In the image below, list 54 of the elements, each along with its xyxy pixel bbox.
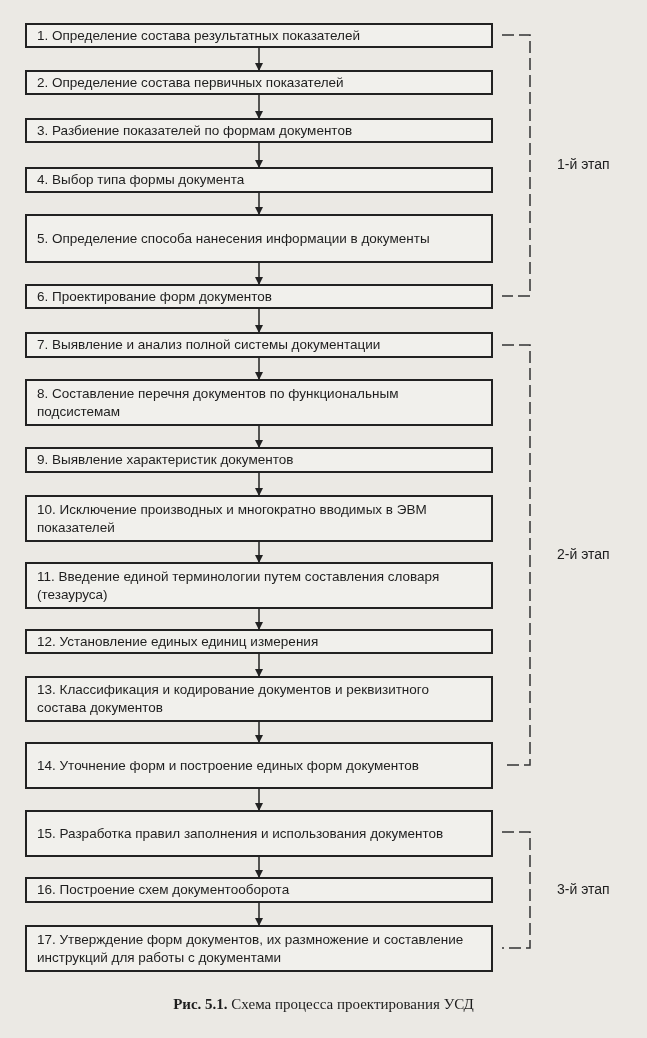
arrow xyxy=(255,94,263,119)
step-text: 13. Классификация и кодирование документов и реквизитного состава документов xyxy=(37,681,430,717)
step-text: 5. Определение способа нанесения информации в документы xyxy=(37,229,430,248)
step-text: 15. Разработка правил заполнения и использования документов xyxy=(37,824,444,843)
process-box xyxy=(25,676,493,722)
process-box xyxy=(25,742,493,789)
process-box xyxy=(25,379,493,426)
step-text: 7. Выявление и анализ полной системы документации xyxy=(37,336,381,354)
process-box xyxy=(25,284,493,309)
step-text: 14. Уточнение форм и построение единых форм документов xyxy=(37,756,419,775)
arrow xyxy=(255,47,263,71)
process-box xyxy=(25,167,493,193)
arrow xyxy=(255,357,263,380)
process-box xyxy=(25,562,493,609)
step-text: 2. Определение состава первичных показателей xyxy=(37,73,344,92)
process-box xyxy=(25,495,493,542)
arrow xyxy=(255,425,263,448)
arrow xyxy=(255,472,263,496)
process-box xyxy=(25,214,493,263)
arrow xyxy=(255,902,263,926)
step-text: 17. Утверждение форм документов, их размножение и составление инструкций для работы с документами xyxy=(37,930,465,967)
arrow xyxy=(255,856,263,878)
arrow xyxy=(255,788,263,811)
arrow xyxy=(255,653,263,677)
step-text: 11. Введение единой терминологии путем составления словаря (тезауруса) xyxy=(37,567,441,604)
step-text: 8. Составление перечня документов по функциональным подсистемам xyxy=(37,384,400,421)
process-box xyxy=(25,118,493,143)
figure-caption: Рис. 5.1. Схема процесса проектирования УСД xyxy=(172,996,475,1013)
arrow xyxy=(255,308,263,333)
step-text: 16. Построение схем документооборота xyxy=(37,881,290,899)
process-box xyxy=(25,810,493,857)
process-box xyxy=(25,332,493,358)
arrow xyxy=(255,608,263,630)
process-box xyxy=(25,70,493,95)
process-box xyxy=(25,447,493,473)
stage-label: 1-й этап xyxy=(557,156,610,172)
stage-label: 3-й этап xyxy=(557,881,610,897)
step-text: 12. Установление единых единиц измерения xyxy=(37,632,319,651)
arrow xyxy=(255,262,263,285)
step-text: 10. Исключение производных и многократно вводимых в ЭВМ показателей xyxy=(37,500,428,537)
process-box xyxy=(25,877,493,903)
arrow xyxy=(255,721,263,743)
process-box xyxy=(25,629,493,654)
step-text: 3. Разбиение показателей по формам документов xyxy=(37,121,353,140)
arrow xyxy=(255,192,263,215)
arrow xyxy=(255,142,263,168)
step-text: 1. Определение состава результатных показателей xyxy=(37,26,361,45)
process-box xyxy=(25,925,493,972)
step-text: 9. Выявление характеристик документов xyxy=(37,451,294,469)
arrow xyxy=(255,541,263,563)
stage-label: 2-й этап xyxy=(557,546,610,562)
process-box xyxy=(25,23,493,48)
step-text: 6. Проектирование форм документов xyxy=(37,287,272,306)
step-text: 4. Выбор типа формы документа xyxy=(37,171,245,189)
